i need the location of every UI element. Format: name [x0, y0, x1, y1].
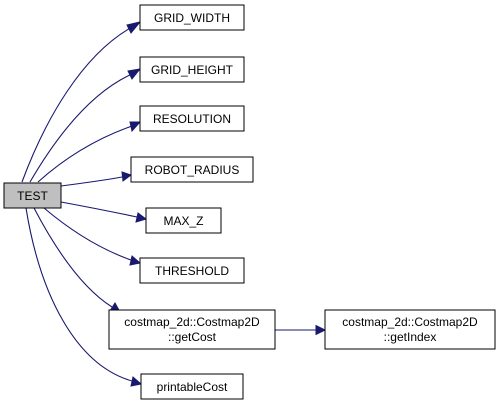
node-test[interactable]: TEST	[3, 182, 62, 209]
node-grid-width-label: GRID_WIDTH	[154, 11, 230, 25]
node-max-z-label: MAX_Z	[163, 214, 203, 228]
edge-test-to-resolution	[37, 125, 133, 183]
node-grid-height-label: GRID_HEIGHT	[151, 63, 234, 77]
edge-test-to-max-z	[60, 201, 138, 218]
node-test-label: TEST	[17, 189, 48, 203]
arrowhead-max-z	[135, 212, 148, 223]
node-printable-cost[interactable]: printableCost	[140, 373, 244, 400]
node-resolution-label: RESOLUTION	[153, 112, 231, 126]
edge-test-to-grid-height	[29, 73, 133, 183]
arrowhead-grid-height	[127, 68, 142, 80]
node-threshold[interactable]: THRESHOLD	[139, 257, 245, 284]
arrowhead-grid-width	[126, 21, 142, 34]
node-get-index-label-line-2: ::getIndex	[384, 330, 437, 344]
node-get-index[interactable]: costmap_2d::Costmap2D ::getIndex	[324, 309, 496, 350]
edge-test-to-get-cost	[33, 207, 113, 308]
arrowhead-get-index	[315, 324, 327, 336]
edge-test-to-threshold	[43, 207, 132, 261]
call-graph-edges	[21, 21, 327, 387]
node-get-index-label-line-1: costmap_2d::Costmap2D	[342, 315, 478, 329]
node-resolution[interactable]: RESOLUTION	[139, 105, 245, 132]
node-get-cost-label-line-2: ::getCost	[168, 330, 217, 344]
node-grid-height[interactable]: GRID_HEIGHT	[139, 56, 245, 83]
node-robot-radius[interactable]: ROBOT_RADIUS	[130, 156, 254, 183]
node-max-z[interactable]: MAX_Z	[145, 207, 222, 234]
arrowhead-robot-radius	[121, 171, 133, 182]
node-grid-width[interactable]: GRID_WIDTH	[139, 4, 245, 31]
arrowhead-printable-cost	[130, 376, 143, 387]
node-printable-cost-label: printableCost	[157, 380, 228, 394]
arrowhead-threshold	[129, 255, 142, 266]
edge-test-to-printable-cost	[25, 207, 133, 382]
node-threshold-label: THRESHOLD	[155, 264, 229, 278]
edge-test-to-robot-radius	[60, 176, 123, 187]
node-get-cost-label-line-1: costmap_2d::Costmap2D	[124, 315, 260, 329]
node-get-cost[interactable]: costmap_2d::Costmap2D ::getCost	[108, 309, 276, 350]
arrowhead-resolution	[129, 121, 142, 133]
node-robot-radius-label: ROBOT_RADIUS	[145, 163, 240, 177]
edge-test-to-grid-width	[21, 26, 133, 183]
